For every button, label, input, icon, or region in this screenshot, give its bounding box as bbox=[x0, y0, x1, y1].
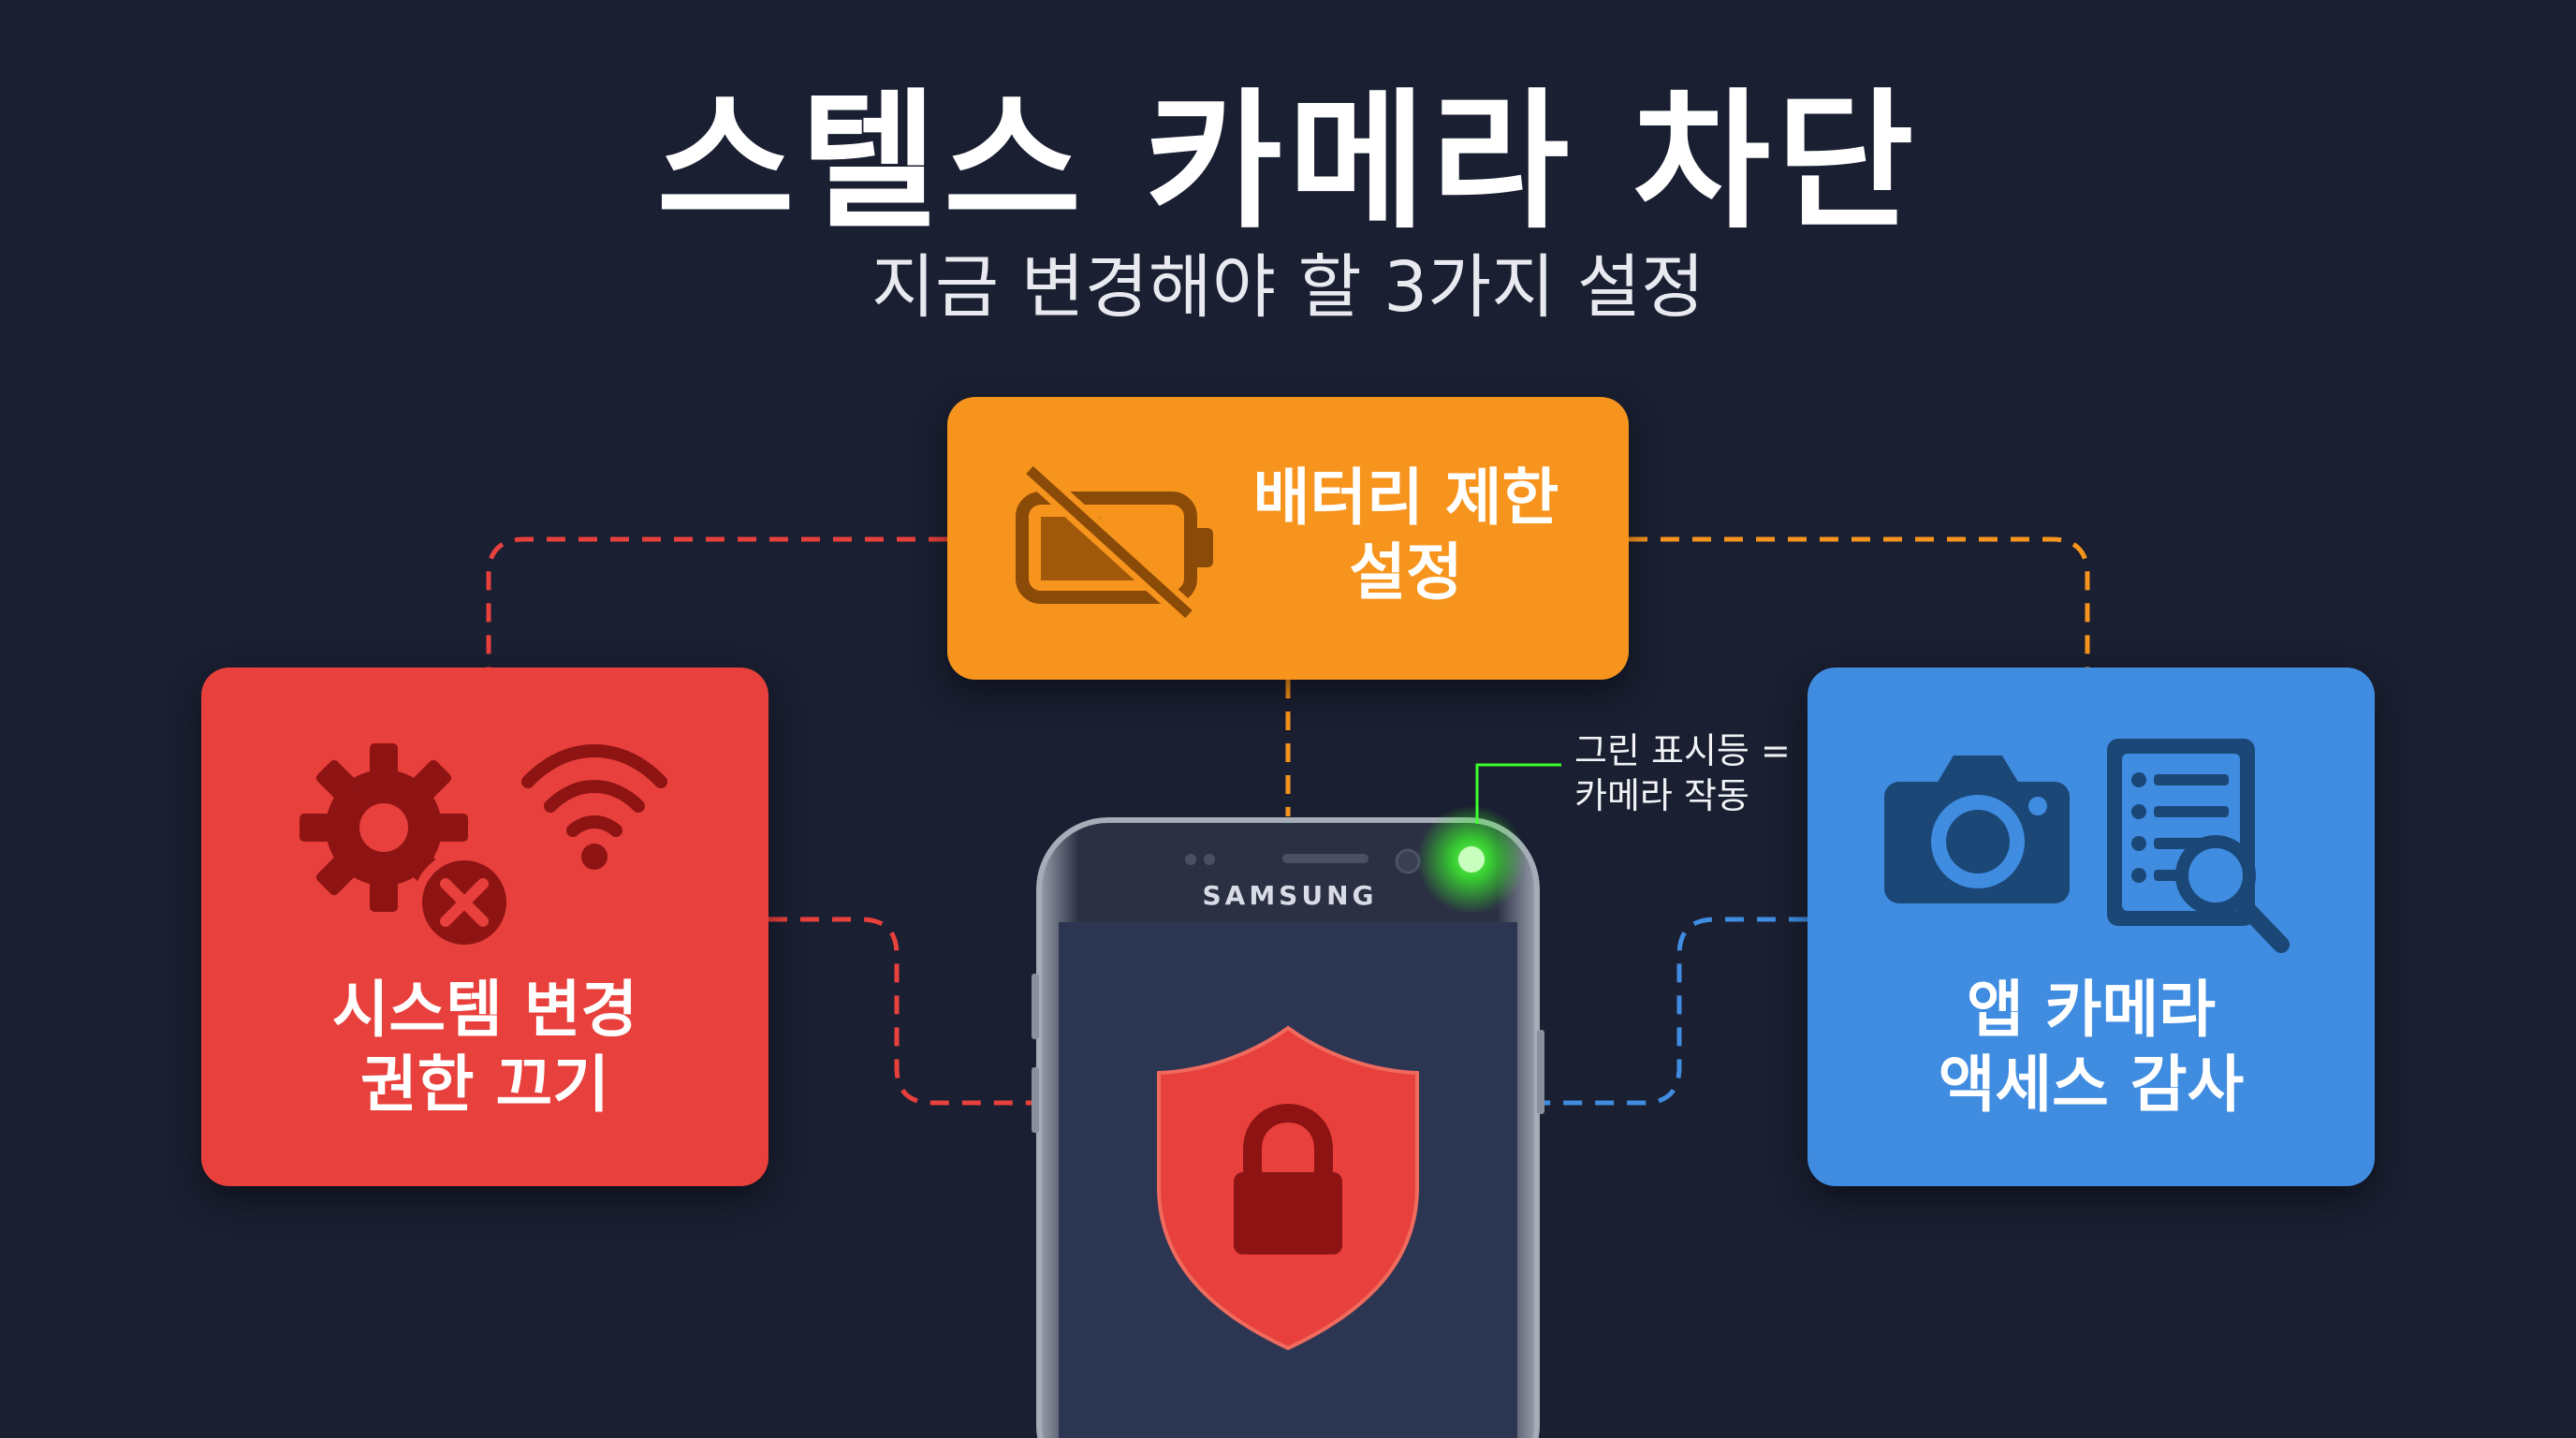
system-permission-card[interactable]: 시스템 변경 권한 끄기 bbox=[201, 668, 768, 1186]
camera-card-label: 앱 카메라 액세스 감사 bbox=[1938, 974, 2245, 1121]
wifi-icon bbox=[521, 744, 667, 870]
camera-access-card[interactable]: 앱 카메라 액세스 감사 bbox=[1808, 668, 2375, 1186]
camera-icon bbox=[1884, 756, 2070, 903]
annotation-leader bbox=[1475, 763, 1561, 824]
battery-card-label: 배터리 제한 설정 bbox=[1252, 462, 1559, 609]
smartphone bbox=[1032, 805, 1544, 1438]
shield-lock-icon bbox=[1157, 1025, 1419, 1351]
connector-battery-camera bbox=[1629, 536, 2090, 668]
battery-restriction-card[interactable]: 배터리 제한 설정 bbox=[947, 397, 1629, 680]
indicator-annotation: 그린 표시등 = 카메라 작동 bbox=[1574, 730, 1791, 816]
page-title: 스텔스 카메라 차단 bbox=[656, 74, 1920, 249]
gear-x-icon bbox=[300, 743, 516, 954]
connector-system-phone bbox=[768, 917, 1039, 1106]
system-card-label: 시스템 변경 권한 끄기 bbox=[331, 974, 638, 1121]
battery-off-icon bbox=[1016, 462, 1213, 623]
phone-brand: SAMSUNG bbox=[1202, 880, 1378, 911]
connector-system-battery bbox=[486, 536, 947, 668]
connector-camera-phone bbox=[1537, 917, 1808, 1106]
document-search-icon bbox=[2107, 739, 2290, 953]
page-subtitle: 지금 변경해야 할 3가지 설정 bbox=[871, 247, 1705, 328]
